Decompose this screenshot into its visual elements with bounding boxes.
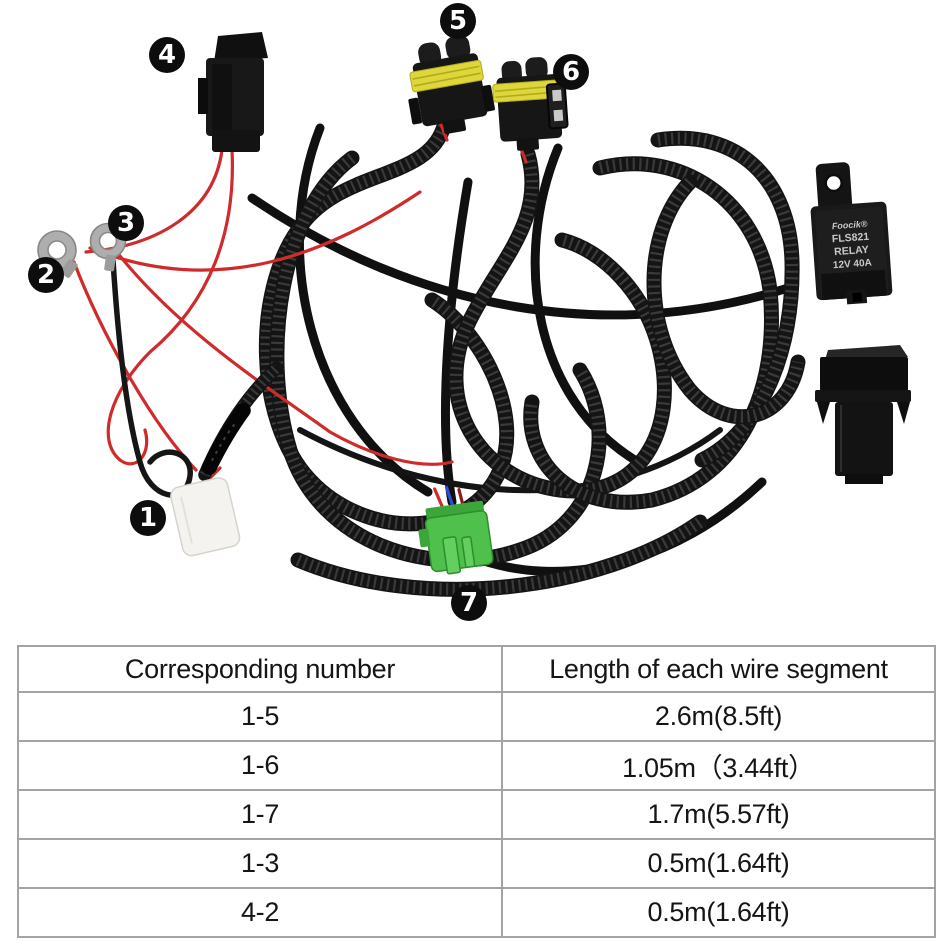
fuse-holder bbox=[198, 32, 268, 152]
cell-segment: 4-2 bbox=[17, 887, 503, 938]
badge-circle bbox=[451, 585, 487, 621]
table-row: 1-6 1.05m（3.44ft） bbox=[17, 740, 936, 791]
cell-length: 0.5m(1.64ft) bbox=[501, 838, 936, 889]
electrical-tape bbox=[201, 402, 251, 476]
badge-number: 5 bbox=[449, 6, 467, 36]
bulb-connector-5 bbox=[408, 35, 495, 135]
bulb-connector-6 bbox=[492, 57, 569, 151]
relay-rating: 12V 40A bbox=[833, 258, 873, 272]
badge-number: 7 bbox=[460, 588, 478, 618]
badge-number: 3 bbox=[117, 208, 135, 238]
switch-connector-green bbox=[418, 485, 494, 575]
badge-number: 6 bbox=[562, 57, 580, 87]
relay-type: RELAY bbox=[834, 244, 869, 258]
badge-circle bbox=[130, 500, 166, 536]
cell-segment: 1-3 bbox=[17, 838, 503, 889]
badge-circle bbox=[149, 37, 185, 73]
callout-badge-6: 6 bbox=[553, 54, 589, 90]
table-header-row: Corresponding number Length of each wire… bbox=[17, 645, 936, 693]
callout-badge-5: 5 bbox=[440, 3, 476, 39]
badge-circle bbox=[28, 257, 64, 293]
table-row: 4-2 0.5m(1.64ft) bbox=[17, 887, 936, 938]
badge-number: 4 bbox=[158, 40, 176, 70]
badge-number: 1 bbox=[139, 503, 157, 533]
callout-badge-4: 4 bbox=[149, 37, 185, 73]
cell-length: 1.7m(5.57ft) bbox=[501, 789, 936, 840]
badge-circle bbox=[108, 205, 144, 241]
cell-length: 2.6m(8.5ft) bbox=[501, 691, 936, 742]
cell-length: 1.05m（3.44ft） bbox=[501, 740, 936, 791]
header-length-of-segment: Length of each wire segment bbox=[501, 645, 936, 693]
corrugated-loom-tangle bbox=[258, 118, 806, 597]
ground-wire bbox=[110, 257, 193, 498]
table-row: 1-7 1.7m(5.57ft) bbox=[17, 789, 936, 840]
callout-badge-7: 7 bbox=[451, 585, 487, 621]
table-row: 1-3 0.5m(1.64ft) bbox=[17, 838, 936, 889]
badge-circle bbox=[553, 54, 589, 90]
relay-model: FLS821 bbox=[832, 231, 870, 246]
cell-segment: 1-7 bbox=[17, 789, 503, 840]
ring-terminal-3 bbox=[89, 222, 127, 272]
wiring-harness-photo: Foocik® FLS821 RELAY 12V 40A 1 bbox=[28, 3, 911, 621]
cell-length: 0.5m(1.64ft) bbox=[501, 887, 936, 938]
table-row: 1-5 2.6m(8.5ft) bbox=[17, 691, 936, 742]
callout-badge-2: 2 bbox=[28, 257, 64, 293]
switch-connector-cable bbox=[440, 177, 473, 507]
header-corresponding-number: Corresponding number bbox=[17, 645, 503, 693]
relay: Foocik® FLS821 RELAY 12V 40A bbox=[810, 162, 893, 305]
callout-badge-3: 3 bbox=[108, 205, 144, 241]
cell-segment: 1-5 bbox=[17, 691, 503, 742]
red-wires bbox=[72, 120, 528, 484]
callout-badge-1: 1 bbox=[130, 500, 166, 536]
rocker-switch bbox=[815, 345, 911, 484]
badge-circle bbox=[440, 3, 476, 39]
wire-length-table: Corresponding number Length of each wire… bbox=[17, 645, 936, 938]
badge-number: 2 bbox=[37, 260, 55, 290]
relay-brand: Foocik® bbox=[832, 219, 869, 231]
mounting-hole bbox=[824, 173, 843, 193]
power-connector-white bbox=[170, 361, 284, 557]
cell-segment: 1-6 bbox=[17, 740, 503, 791]
product-photo: Foocik® FLS821 RELAY 12V 40A 1 bbox=[28, 3, 911, 621]
